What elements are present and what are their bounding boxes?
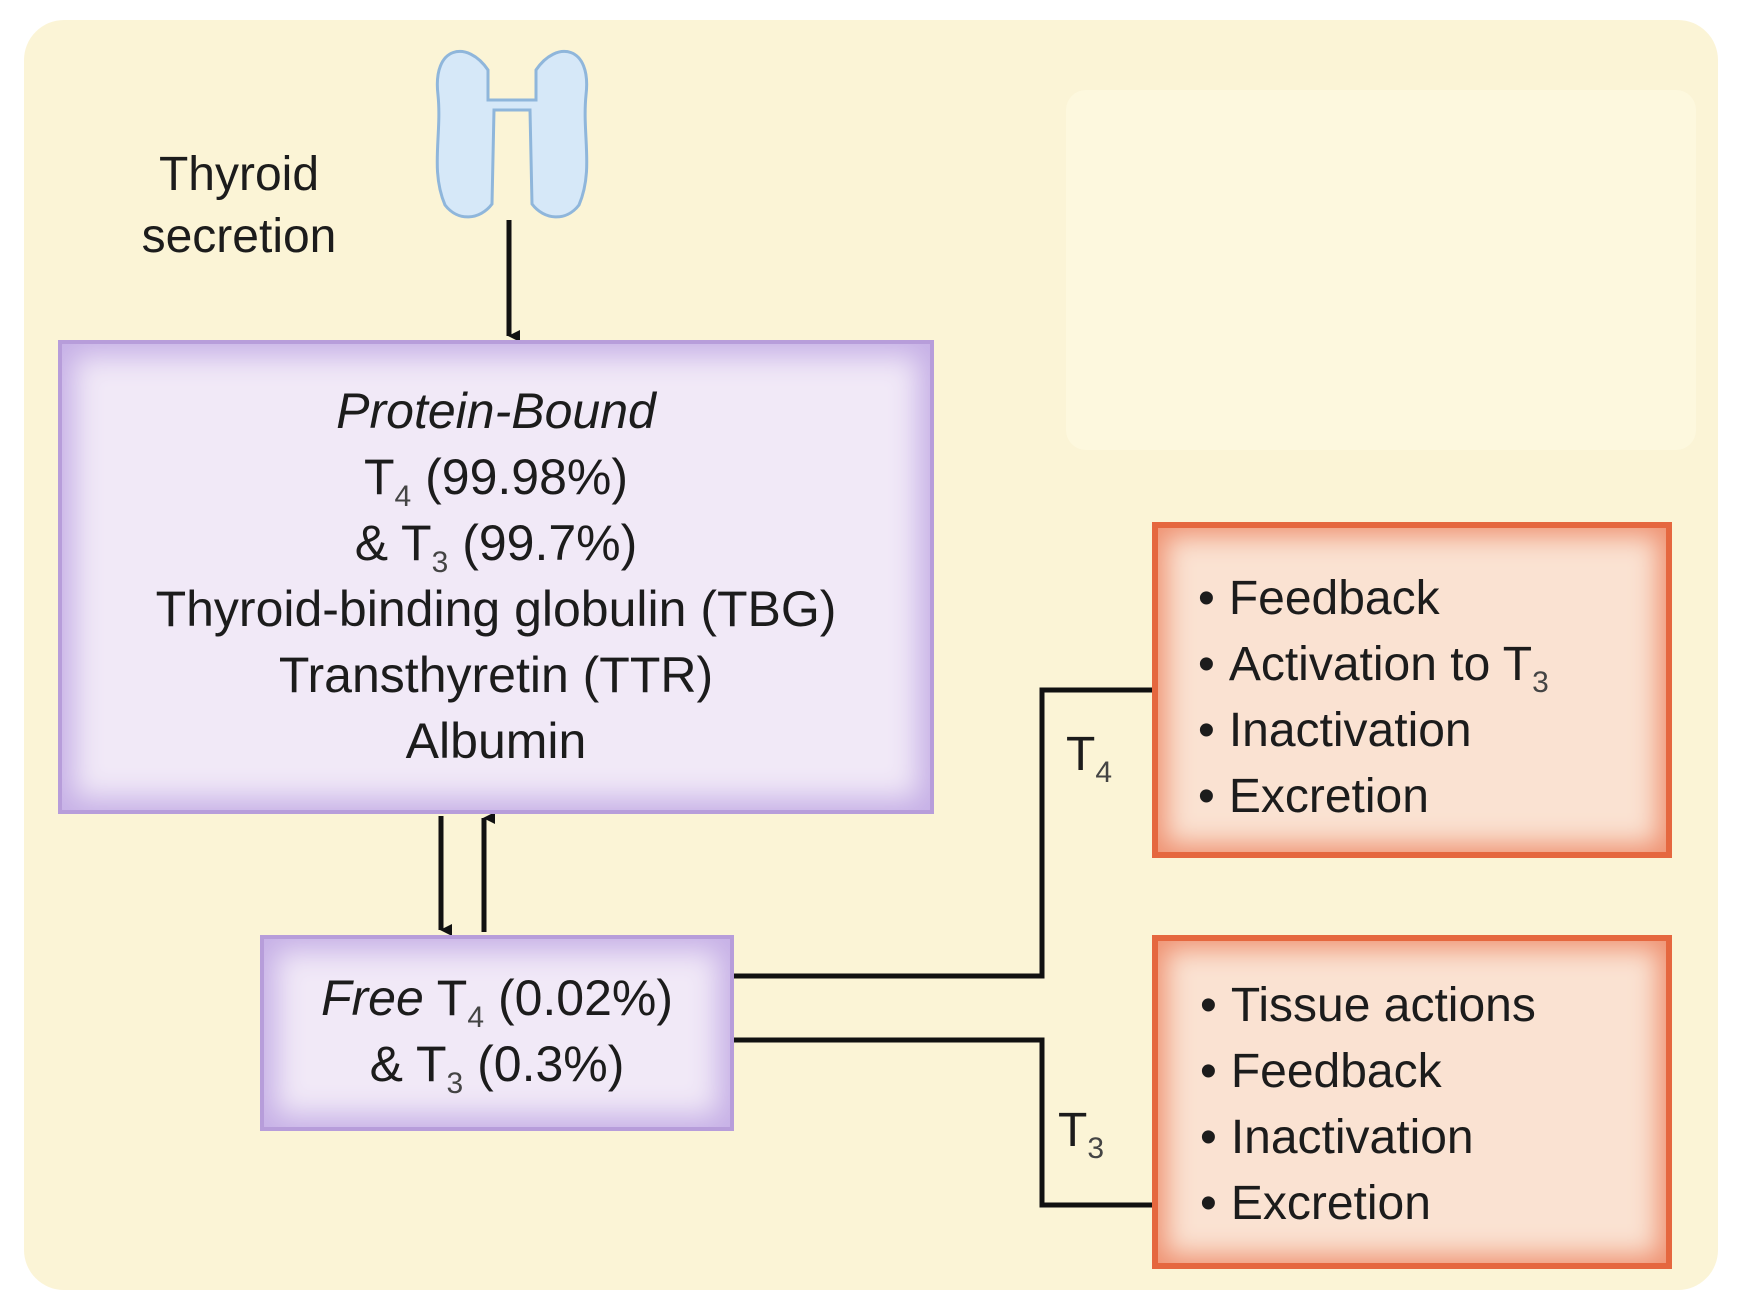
t4-path-line: [734, 687, 1154, 979]
thyroid-label-line1: Thyroid: [158, 148, 320, 201]
t4-fate-excretion: Excretion: [1198, 764, 1672, 830]
background-highlight: [1066, 90, 1696, 450]
thyroid-label-line2: secretion: [141, 210, 337, 263]
t4-path-label: T4: [1066, 728, 1113, 789]
t3-fate-inactivation: Inactivation: [1200, 1105, 1672, 1171]
protein-ttr: Transthyretin (TTR): [278, 647, 714, 703]
free-t3: & T3 (0.3%): [369, 1036, 625, 1100]
t3-fate-excretion: Excretion: [1200, 1171, 1672, 1237]
free-t4: Free T4 (0.02%): [320, 970, 674, 1034]
t4-fate-activation: Activation to T3: [1198, 632, 1672, 698]
t3-fate-feedback: Feedback: [1200, 1039, 1672, 1105]
t3-fates-box: Tissue actions Feedback Inactivation Exc…: [1152, 935, 1672, 1269]
t3-path-label: T3: [1058, 1104, 1105, 1165]
t4-fates-box: Feedback Activation to T3 Inactivation E…: [1152, 522, 1672, 858]
t4-fate-feedback: Feedback: [1198, 566, 1672, 632]
thyroid-gland-icon: [435, 49, 589, 219]
protein-bound-box: Protein-Bound T4 (99.98%) & T3 (99.7%) T…: [58, 340, 934, 814]
protein-bound-t3: & T3 (99.7%): [354, 515, 638, 579]
t3-path-line: [734, 1037, 1154, 1208]
t4-fate-inactivation: Inactivation: [1198, 698, 1672, 764]
protein-tbg: Thyroid-binding globulin (TBG): [155, 581, 837, 637]
free-hormone-box: Free T4 (0.02%) & T3 (0.3%): [260, 935, 734, 1131]
protein-bound-title: Protein-Bound: [336, 383, 656, 439]
protein-albumin: Albumin: [405, 713, 587, 769]
t3-fate-tissue-actions: Tissue actions: [1200, 973, 1672, 1039]
protein-bound-t4: T4 (99.98%): [363, 449, 629, 513]
thyroid-secretion-label: Thyroid secretion: [110, 144, 368, 268]
